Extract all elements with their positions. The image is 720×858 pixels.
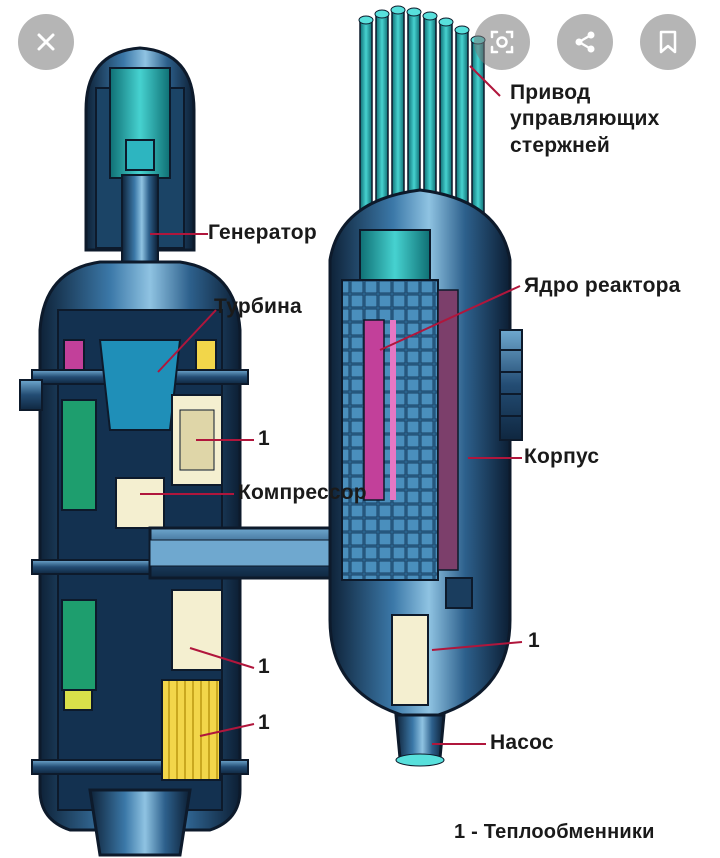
close-button[interactable]	[18, 14, 74, 70]
label-generator: Генератор	[208, 221, 317, 244]
share-button[interactable]	[557, 14, 613, 70]
leader-reactor-core	[379, 285, 521, 351]
bookmark-button[interactable]	[640, 14, 696, 70]
bookmark-icon	[659, 30, 677, 54]
label-pump: Насос	[490, 731, 554, 754]
reactor-unit	[328, 5, 523, 767]
leader-hx-2	[431, 641, 523, 651]
label-heat-exchanger-3: 1	[258, 655, 270, 678]
label-heat-exchanger-2: 1	[528, 629, 540, 652]
label-vessel: Корпус	[524, 445, 600, 468]
power-conversion-unit	[19, 46, 249, 857]
close-icon	[37, 33, 55, 51]
coaxial-duct	[148, 526, 362, 580]
leader-control-rods	[469, 65, 501, 97]
label-reactor-core: Ядро реактора	[524, 274, 681, 297]
label-heat-exchanger-4: 1	[258, 711, 270, 734]
leader-hx-3	[189, 647, 255, 669]
leader-lines	[140, 65, 523, 745]
label-turbine: Турбина	[214, 295, 302, 318]
legend-heat-exchangers: 1 - Теплообменники	[454, 821, 655, 843]
lens-button[interactable]	[474, 14, 530, 70]
leader-turbine	[157, 309, 217, 373]
label-heat-exchanger-1: 1	[258, 427, 270, 450]
leader-hx-4	[199, 723, 255, 737]
lens-icon	[490, 30, 514, 54]
share-icon	[575, 31, 595, 53]
label-control-rod-drive: Привод управляющих стержней	[510, 81, 660, 157]
label-compressor: Компрессор	[238, 481, 367, 504]
